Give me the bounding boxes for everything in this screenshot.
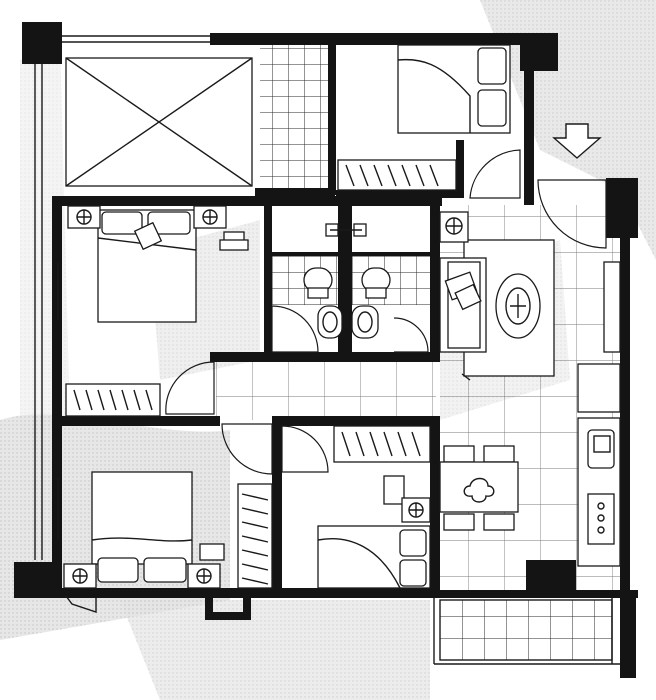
sink bbox=[351, 305, 379, 339]
bathroom-right bbox=[351, 267, 391, 339]
door-swing bbox=[165, 361, 215, 415]
pillow bbox=[399, 529, 427, 557]
door-swing bbox=[221, 423, 273, 475]
living-room bbox=[439, 211, 555, 381]
shower-fixtures bbox=[325, 223, 367, 237]
pillow bbox=[147, 211, 191, 235]
outer-lines bbox=[34, 35, 620, 665]
door-swing bbox=[469, 149, 521, 199]
chair bbox=[383, 475, 405, 505]
cabinet bbox=[603, 261, 621, 353]
pillow bbox=[143, 557, 187, 583]
fridge bbox=[577, 363, 621, 413]
down-arrow-icon bbox=[552, 123, 602, 159]
balcony-bottom-tile-floor bbox=[440, 600, 612, 660]
chair bbox=[199, 543, 225, 561]
chair bbox=[443, 513, 475, 531]
bedroom-bottom-left bbox=[57, 423, 273, 613]
balcony-bottom-right bbox=[439, 599, 613, 661]
bedroom-top-right bbox=[337, 44, 521, 199]
balcony-top-left bbox=[65, 57, 253, 187]
pillow bbox=[477, 47, 507, 85]
chair bbox=[443, 445, 475, 463]
bed-bottom-left bbox=[91, 471, 193, 565]
chair bbox=[483, 513, 515, 531]
bedroom-bottom-middle bbox=[281, 425, 431, 589]
pillow bbox=[97, 557, 139, 583]
chair bbox=[483, 445, 515, 463]
pillow bbox=[399, 559, 427, 587]
wardrobe-top-right bbox=[337, 159, 457, 191]
pillow bbox=[101, 211, 143, 235]
laundry-tile-floor bbox=[260, 45, 328, 193]
kitchen bbox=[577, 261, 621, 567]
dining-table bbox=[439, 461, 519, 513]
sink bbox=[317, 305, 343, 339]
bathroom-left bbox=[303, 267, 429, 353]
door-swing bbox=[271, 305, 319, 353]
entrance-door bbox=[537, 179, 607, 249]
corridor-tile-floor bbox=[216, 362, 436, 420]
walls bbox=[14, 22, 638, 678]
stove bbox=[587, 493, 615, 545]
door-swing bbox=[281, 425, 329, 473]
dining-area bbox=[439, 445, 519, 531]
bedroom-mid-left bbox=[57, 205, 319, 417]
pillow bbox=[477, 89, 507, 127]
